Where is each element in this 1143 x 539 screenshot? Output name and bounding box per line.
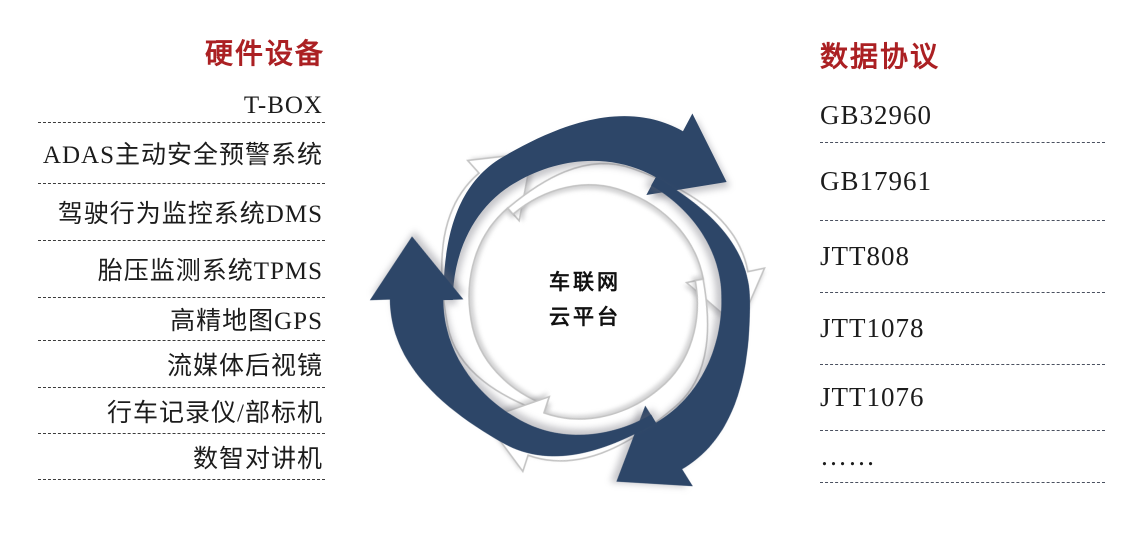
hardware-item-label: 数智对讲机 (192, 445, 323, 473)
cycle-arrow-navy-left (369, 236, 656, 457)
protocol-item-label: JTT1076 (820, 382, 925, 412)
cloud-platform-label-line2: 云平台 (549, 305, 621, 329)
cloud-platform-label-line1: 车联网 (549, 270, 621, 294)
circular-arrows-icon (369, 113, 766, 487)
protocol-item-label: JTT808 (820, 241, 910, 271)
hardware-item-row: ADAS主动安全预警系统 (38, 123, 325, 184)
hardware-item-row: 行车记录仪/部标机 (38, 388, 325, 434)
hardware-item-label: 胎压监测系统TPMS (97, 258, 323, 285)
cloud-platform-label: 车联网 云平台 (549, 265, 621, 335)
cycle-arrow-navy-bottom (616, 177, 750, 487)
navy-cycle-arrows (369, 113, 750, 487)
protocol-item-row: JTT808 (820, 221, 1105, 293)
hardware-item-row: 数智对讲机 (38, 434, 325, 480)
hardware-item-row: 流媒体后视镜 (38, 341, 325, 388)
hardware-item-label: 流媒体后视镜 (166, 353, 323, 380)
hardware-item-label: 驾驶行为监控系统DMS (57, 201, 323, 228)
protocol-item-row: …… (820, 431, 1105, 483)
hardware-panel-title: 硬件设备 (204, 39, 325, 70)
hardware-item-label: T-BOX (243, 92, 323, 119)
hardware-item-label: 高精地图GPS (170, 308, 323, 335)
cycle-arrow-navy-top (443, 113, 727, 300)
hardware-item-row: T-BOX (38, 90, 325, 123)
protocol-panel: 数据协议 GB32960 GB17961 JTT808 JTT1078 JTT1… (820, 40, 1105, 483)
hardware-item-row: 驾驶行为监控系统DMS (38, 184, 325, 241)
hardware-item-row: 高精地图GPS (38, 298, 325, 341)
protocol-panel-title: 数据协议 (820, 42, 941, 73)
hardware-list: T-BOX ADAS主动安全预警系统 驾驶行为监控系统DMS 胎压监测系统TPM… (38, 90, 325, 480)
hardware-panel: 硬件设备 T-BOX ADAS主动安全预警系统 驾驶行为监控系统DMS 胎压监测… (38, 38, 325, 480)
hardware-item-label: 行车记录仪/部标机 (107, 399, 323, 427)
protocol-item-label: …… (820, 441, 876, 471)
protocol-list: GB32960 GB17961 JTT808 JTT1078 JTT1076 …… (820, 88, 1105, 483)
protocol-item-label: GB32960 (820, 99, 933, 130)
iov-cloud-graphic: 车联网 云平台 (369, 85, 800, 515)
protocol-item-row: JTT1076 (820, 365, 1105, 431)
protocol-item-label: JTT1078 (820, 313, 925, 343)
protocol-item-row: GB17961 (820, 143, 1105, 221)
hardware-item-row: 胎压监测系统TPMS (38, 241, 325, 298)
hardware-item-label: ADAS主动安全预警系统 (42, 142, 323, 169)
protocol-item-row: JTT1078 (820, 293, 1105, 365)
protocol-item-row: GB32960 (820, 88, 1105, 143)
protocol-item-label: GB17961 (820, 166, 933, 196)
